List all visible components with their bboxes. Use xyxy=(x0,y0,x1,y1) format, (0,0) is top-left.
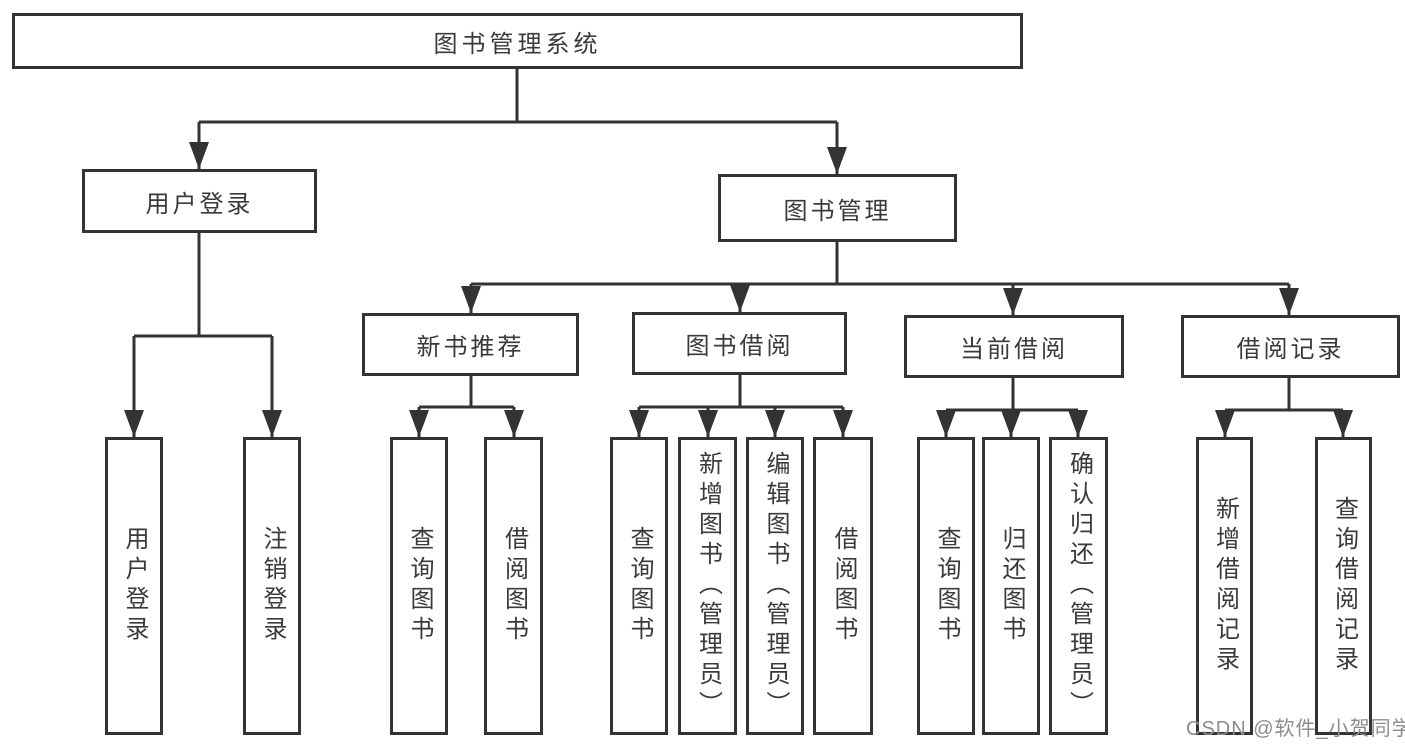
leaf-bb-query-book: 查询图书 xyxy=(610,437,668,735)
arrowhead-icon xyxy=(730,285,750,312)
leaf-nb-query-book: 查询图书 xyxy=(390,437,448,735)
arrowhead-icon xyxy=(827,147,847,174)
arrowhead-icon xyxy=(629,410,649,437)
node-new-book-recommend: 新书推荐 xyxy=(362,313,579,376)
leaf-logout: 注销登录 xyxy=(243,437,301,735)
leaf-cb-confirm-return-admin: 确认归还（管理员） xyxy=(1049,437,1108,735)
leaf-nb-borrow-book: 借阅图书 xyxy=(484,437,543,735)
arrowhead-icon xyxy=(765,410,785,437)
arrowhead-icon xyxy=(1333,410,1353,437)
watermark: CSDN @软件_小贺同学 xyxy=(1186,718,1405,740)
node-user-login: 用户登录 xyxy=(82,169,317,233)
node-book-management: 图书管理 xyxy=(718,174,957,242)
arrowhead-icon xyxy=(833,410,853,437)
arrowhead-icon xyxy=(124,410,144,437)
arrowhead-icon xyxy=(1279,288,1299,315)
arrowhead-icon xyxy=(1215,410,1235,437)
leaf-bb-borrow-book: 借阅图书 xyxy=(813,437,873,735)
arrowhead-group xyxy=(124,142,1353,437)
node-borrow-records: 借阅记录 xyxy=(1181,315,1400,378)
leaf-br-add-record: 新增借阅记录 xyxy=(1196,437,1253,735)
arrowhead-icon xyxy=(504,410,524,437)
leaf-cb-return-book: 归还图书 xyxy=(982,437,1040,735)
leaf-bb-edit-book-admin: 编辑图书（管理员） xyxy=(746,437,804,735)
leaf-user-login: 用户登录 xyxy=(105,437,163,735)
arrowhead-icon xyxy=(1068,410,1088,437)
arrowhead-icon xyxy=(262,410,282,437)
node-current-borrow: 当前借阅 xyxy=(904,315,1124,378)
node-root: 图书管理系统 xyxy=(12,13,1023,69)
leaf-bb-add-book-admin: 新增图书（管理员） xyxy=(678,437,737,735)
leaf-cb-query-book: 查询图书 xyxy=(917,437,975,735)
arrowhead-icon xyxy=(936,410,956,437)
arrowhead-icon xyxy=(698,410,718,437)
arrowhead-icon xyxy=(461,286,481,313)
arrowhead-icon xyxy=(189,142,209,169)
leaf-br-query-record: 查询借阅记录 xyxy=(1315,437,1372,735)
arrowhead-icon xyxy=(1001,410,1021,437)
node-book-borrow: 图书借阅 xyxy=(632,312,847,375)
connector-path xyxy=(132,69,1345,437)
arrowhead-icon xyxy=(409,410,429,437)
arrowhead-icon xyxy=(1003,288,1023,315)
